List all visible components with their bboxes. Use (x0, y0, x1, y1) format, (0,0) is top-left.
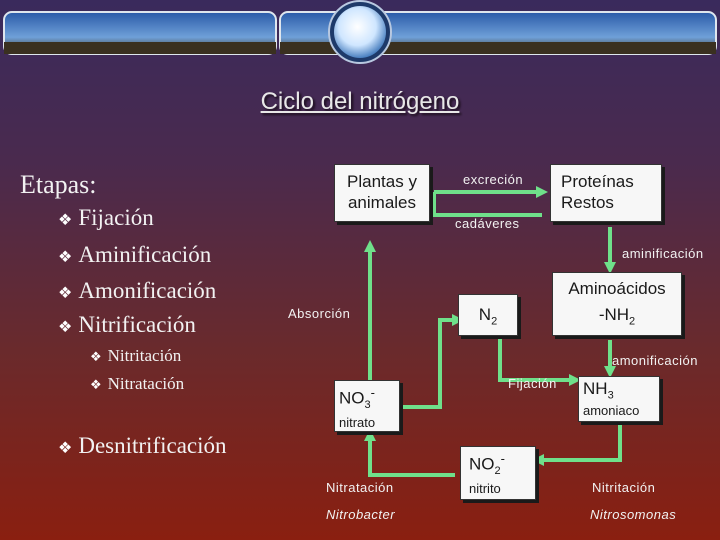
substage-item-nitritacion: ❖ Nitritación (90, 346, 181, 366)
diamond-bullet-icon: ❖ (90, 377, 102, 392)
nitratacion-label: Nitratación (326, 480, 394, 495)
stage-item-aminificacion: ❖ Aminificación (58, 242, 211, 268)
absorcion-label: Absorción (288, 306, 351, 321)
stage-item-fijacion: ❖ Fijación (58, 205, 154, 231)
stage-label: Nitrificación (78, 312, 196, 337)
no3-subscript: 3 (364, 399, 371, 412)
nh3-formula: NH3 (583, 377, 659, 401)
no3-formula: NO3- (339, 381, 399, 411)
nh2-subscript: 2 (629, 315, 636, 328)
no3-text: NO (339, 388, 365, 408)
plantas-label: Plantas y animales (347, 172, 417, 212)
no2-text: NO (469, 454, 495, 474)
stage-label: Aminificación (78, 242, 212, 267)
diamond-bullet-icon: ❖ (58, 212, 73, 229)
amonificacion-label: amonificación (612, 353, 698, 368)
aminificacion-label: aminificación (622, 246, 704, 261)
desnitrificacion-arrow (402, 314, 464, 409)
no2-subscript: 2 (494, 465, 501, 478)
n2-box: N2 (458, 294, 518, 336)
proteinas-box: Proteínas Restos (550, 164, 662, 222)
nitritacion-arrow (532, 420, 622, 466)
n2-subscript: 2 (491, 315, 498, 328)
aminoacidos-box: Aminoácidos -NH2 (552, 272, 682, 336)
substage-label: Nitratación (107, 374, 185, 393)
fijacion-label: Fijación (508, 376, 557, 391)
stage-item-nitrificacion: ❖ Nitrificación (58, 312, 196, 338)
stage-label: Amonificación (78, 278, 217, 303)
aminoacidos-label: Aminoácidos (568, 279, 666, 298)
excrecion-label: excreción (463, 172, 524, 187)
proteinas-label: Proteínas Restos (561, 172, 634, 212)
nitrato-label: nitrato (339, 415, 376, 431)
substage-label: Nitritación (107, 346, 182, 365)
nitrito-label: nitrito (469, 481, 501, 497)
no3-superscript: - (370, 385, 375, 400)
header-banner (3, 0, 717, 64)
stage-label: Desnitrificación (78, 433, 227, 458)
substage-item-nitratacion: ❖ Nitratación (90, 374, 184, 394)
nh2-text: -NH (598, 305, 630, 324)
amoniaco-label: amoniaco (583, 403, 640, 419)
no3-box: NO3- nitrato (334, 380, 400, 432)
nh3-subscript: 3 (607, 389, 614, 402)
nh2-formula: -NH2 (553, 299, 681, 327)
page-title: Ciclo del nitrógeno (260, 88, 460, 115)
stage-label: Fijación (78, 205, 154, 230)
diamond-bullet-icon: ❖ (58, 319, 73, 336)
diamond-bullet-icon: ❖ (90, 349, 102, 364)
diamond-bullet-icon: ❖ (58, 440, 73, 457)
cadaveres-arrow (432, 192, 542, 217)
plantas-box: Plantas y animales (334, 164, 430, 222)
stage-item-desnitrificacion: ❖ Desnitrificación (58, 433, 227, 459)
diamond-bullet-icon: ❖ (58, 249, 73, 266)
nitratacion-arrow (364, 429, 455, 477)
no2-formula: NO2- (469, 447, 535, 477)
nh3-box: NH3 amoniaco (578, 376, 660, 422)
nh3-text: NH (583, 379, 608, 398)
diamond-bullet-icon: ❖ (58, 285, 73, 302)
nitritacion-label: Nitritación (592, 480, 656, 495)
no2-superscript: - (500, 451, 505, 466)
stage-item-amonificacion: ❖ Amonificación (58, 278, 216, 304)
n2-text: N (478, 305, 492, 324)
n2-fijacion-arrow (498, 335, 581, 386)
nitrobacter-label: Nitrobacter (326, 507, 396, 522)
cadaveres-label: cadáveres (455, 216, 520, 231)
no2-box: NO2- nitrito (460, 446, 536, 500)
nitrosomonas-label: Nitrosomonas (590, 507, 677, 522)
stages-heading: Etapas: (20, 170, 97, 199)
